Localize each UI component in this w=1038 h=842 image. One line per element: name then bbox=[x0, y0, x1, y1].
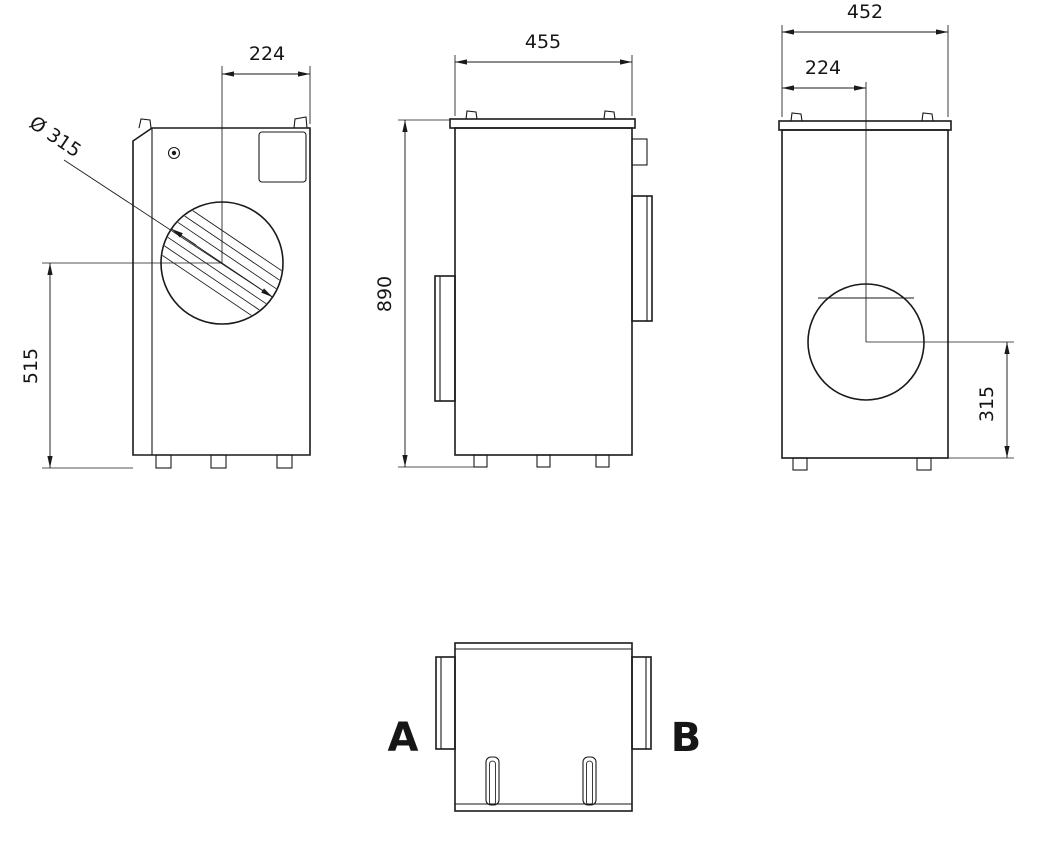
back-top-lid bbox=[778, 120, 952, 131]
front-cabinet-outline bbox=[132, 127, 311, 456]
dim-front-height-value: 515 bbox=[20, 348, 42, 384]
bottom-handle-left bbox=[485, 756, 500, 806]
front-top-hook-right bbox=[293, 116, 308, 129]
dim-back-offset-value: 224 bbox=[805, 57, 841, 79]
dim-back-width: 452 bbox=[781, 1, 949, 117]
front-duct-hatch bbox=[162, 205, 282, 321]
front-view: 224 Ø 315 515 bbox=[20, 43, 311, 469]
port-label-a: A bbox=[388, 715, 419, 761]
bottom-body bbox=[454, 642, 633, 812]
dim-side-width: 455 bbox=[454, 31, 633, 116]
front-feet bbox=[155, 454, 293, 469]
back-top-hook-right bbox=[921, 112, 934, 122]
front-control-panel bbox=[258, 131, 307, 183]
dim-back-height-value: 315 bbox=[976, 386, 998, 422]
bottom-right-duct-flange bbox=[631, 656, 652, 750]
side-view: 455 890 bbox=[374, 31, 653, 468]
dim-front-diameter-value: Ø 315 bbox=[25, 112, 85, 162]
dim-back-width-value: 452 bbox=[847, 1, 883, 23]
diameter-arrow-segment bbox=[171, 228, 197, 246]
bottom-left-duct-flange bbox=[435, 656, 456, 750]
port-label-b: B bbox=[671, 715, 702, 761]
dim-front-width-value: 224 bbox=[249, 43, 285, 65]
dim-side-width-value: 455 bbox=[525, 31, 561, 53]
back-top-hook-left bbox=[790, 112, 803, 122]
dim-side-height: 890 bbox=[374, 119, 474, 468]
dim-front-height: 515 bbox=[20, 262, 222, 469]
front-top-hook-left bbox=[138, 118, 152, 129]
side-top-hook-right bbox=[603, 110, 616, 120]
back-feet bbox=[792, 457, 932, 471]
door-knob-icon bbox=[167, 146, 181, 160]
dim-front-diameter: Ø 315 bbox=[25, 112, 273, 298]
side-right-duct-flange bbox=[631, 195, 653, 322]
side-top-lid bbox=[449, 118, 636, 129]
side-left-duct-flange bbox=[434, 275, 456, 402]
dim-back-height: 315 bbox=[948, 342, 1014, 459]
side-connector-box bbox=[631, 138, 648, 166]
back-cabinet-body bbox=[781, 129, 949, 459]
bottom-view: A B bbox=[388, 642, 702, 812]
side-feet bbox=[473, 454, 610, 468]
dim-side-height-value: 890 bbox=[374, 276, 396, 312]
side-cabinet-body bbox=[454, 127, 633, 456]
dim-back-offset: 224 bbox=[782, 57, 866, 91]
door-knob-center bbox=[171, 150, 177, 156]
back-view: 452 224 315 bbox=[778, 1, 1014, 471]
side-top-hook-left bbox=[465, 110, 478, 120]
bottom-handle-right bbox=[582, 756, 597, 806]
diameter-leader-line bbox=[63, 159, 273, 298]
dim-front-width: 224 bbox=[221, 43, 311, 263]
